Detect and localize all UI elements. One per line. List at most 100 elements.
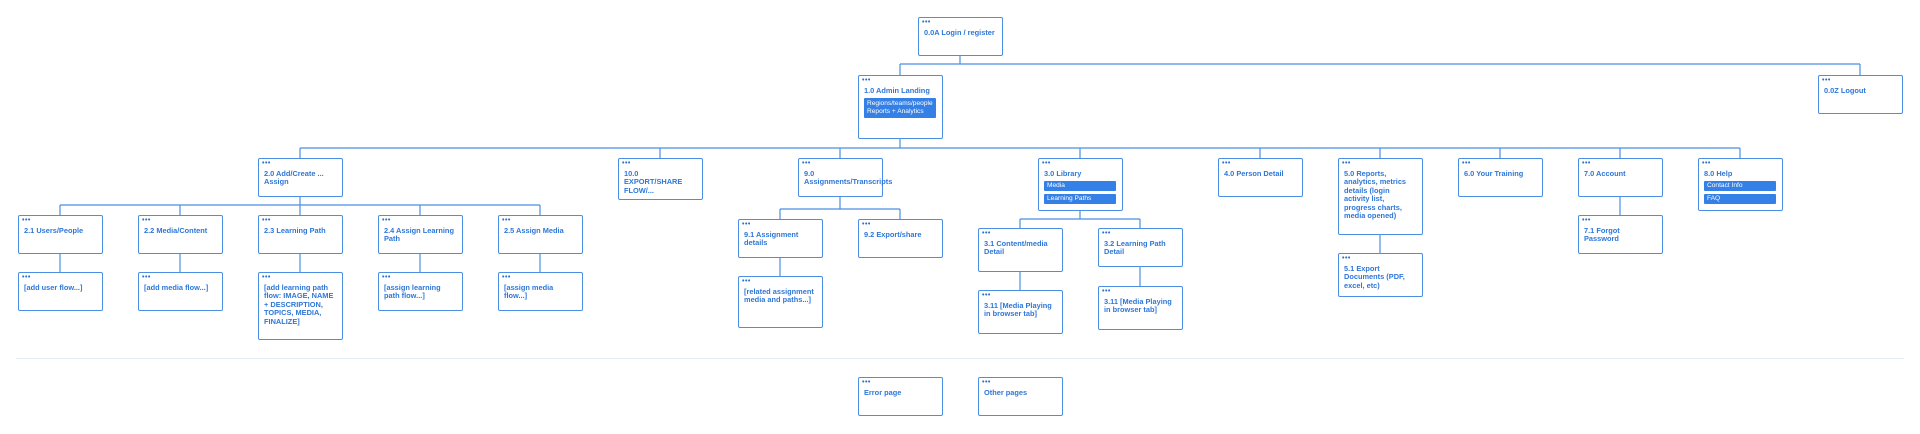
- node-add-learning-path-flow[interactable]: ••• [add learning path flow: IMAGE, NAME…: [258, 272, 343, 340]
- node-forgot-password[interactable]: ••• 7.1 Forgot Password: [1578, 215, 1663, 254]
- node-label: 0.0A Login / register: [924, 28, 995, 37]
- window-dots-icon: •••: [742, 221, 751, 228]
- node-assign-media[interactable]: ••• 2.5 Assign Media: [498, 215, 583, 254]
- chip-media[interactable]: Media: [1044, 181, 1116, 192]
- node-assign-media-flow[interactable]: ••• [assign media flow...]: [498, 272, 583, 311]
- node-users-people[interactable]: ••• 2.1 Users/People: [18, 215, 103, 254]
- node-account[interactable]: ••• 7.0 Account: [1578, 158, 1663, 197]
- node-label: 0.0Z Logout: [1824, 86, 1866, 95]
- node-assign-learning-path-flow[interactable]: ••• [assign learning path flow...]: [378, 272, 463, 311]
- node-label: [add user flow...]: [24, 283, 83, 292]
- section-divider: [16, 358, 1904, 359]
- node-reports[interactable]: ••• 5.0 Reports, analytics, metrics deta…: [1338, 158, 1423, 235]
- window-dots-icon: •••: [382, 217, 391, 224]
- node-label: 2.2 Media/Content: [144, 226, 208, 235]
- window-dots-icon: •••: [862, 379, 871, 386]
- window-dots-icon: •••: [22, 217, 31, 224]
- node-add-user-flow[interactable]: ••• [add user flow...]: [18, 272, 103, 311]
- chip-learning-paths[interactable]: Learning Paths: [1044, 194, 1116, 205]
- node-label: 9.0 Assignments/Transcripts: [804, 169, 893, 187]
- node-label: 2.5 Assign Media: [504, 226, 564, 235]
- node-login[interactable]: ••• 0.0A Login / register: [918, 17, 1003, 56]
- window-dots-icon: •••: [1222, 160, 1231, 167]
- node-export-share-flow[interactable]: ••• 10.0 EXPORT/SHARE FLOW/...: [618, 158, 703, 200]
- node-label: 5.0 Reports, analytics, metrics details …: [1344, 169, 1407, 221]
- node-assignment-details[interactable]: ••• 9.1 Assignment details: [738, 219, 823, 258]
- node-label: [add media flow...]: [144, 283, 209, 292]
- window-dots-icon: •••: [1342, 160, 1351, 167]
- node-label: 5.1 Export Documents (PDF, excel, etc): [1344, 264, 1405, 290]
- node-label: 3.11 [Media Playing in browser tab]: [1104, 297, 1172, 315]
- node-label: 10.0 EXPORT/SHARE FLOW/...: [624, 169, 683, 195]
- window-dots-icon: •••: [1102, 230, 1111, 237]
- window-dots-icon: •••: [1702, 160, 1711, 167]
- window-dots-icon: •••: [1582, 217, 1591, 224]
- node-label: 7.0 Account: [1584, 169, 1626, 178]
- window-dots-icon: •••: [1462, 160, 1471, 167]
- window-dots-icon: •••: [802, 160, 811, 167]
- node-label: 2.4 Assign Learning Path: [384, 226, 454, 244]
- window-dots-icon: •••: [142, 274, 151, 281]
- node-label: 6.0 Your Training: [1464, 169, 1524, 178]
- window-dots-icon: •••: [382, 274, 391, 281]
- node-label: 1.0 Admin Landing: [864, 86, 930, 95]
- node-label: 2.0 Add/Create ... Assign: [264, 169, 324, 187]
- node-logout[interactable]: ••• 0.0Z Logout: [1818, 75, 1903, 114]
- node-person-detail[interactable]: ••• 4.0 Person Detail: [1218, 158, 1303, 197]
- node-label: [assign media flow...]: [504, 283, 554, 301]
- chip-faq[interactable]: FAQ: [1704, 194, 1776, 205]
- window-dots-icon: •••: [22, 274, 31, 281]
- window-dots-icon: •••: [502, 217, 511, 224]
- node-label: 8.0 Help: [1704, 169, 1733, 178]
- node-assign-learning-path[interactable]: ••• 2.4 Assign Learning Path: [378, 215, 463, 254]
- window-dots-icon: •••: [1102, 288, 1111, 295]
- node-error-page[interactable]: ••• Error page: [858, 377, 943, 416]
- chip-regions-reports[interactable]: Regions/teams/people Reports + Analytics: [864, 98, 936, 119]
- node-label: Error page: [864, 388, 902, 397]
- node-media-playing-2[interactable]: ••• 3.11 [Media Playing in browser tab]: [1098, 286, 1183, 330]
- window-dots-icon: •••: [922, 19, 931, 26]
- node-label: [related assignment media and paths...]: [744, 287, 814, 305]
- window-dots-icon: •••: [1822, 77, 1831, 84]
- window-dots-icon: •••: [262, 274, 271, 281]
- node-add-create-assign[interactable]: ••• 2.0 Add/Create ... Assign: [258, 158, 343, 197]
- window-dots-icon: •••: [862, 77, 871, 84]
- node-label: 3.1 Content/media Detail: [984, 239, 1048, 257]
- window-dots-icon: •••: [982, 292, 991, 299]
- node-add-media-flow[interactable]: ••• [add media flow...]: [138, 272, 223, 311]
- node-assignments[interactable]: ••• 9.0 Assignments/Transcripts: [798, 158, 893, 197]
- node-media-playing-1[interactable]: ••• 3.11 [Media Playing in browser tab]: [978, 290, 1063, 334]
- node-content-media-detail[interactable]: ••• 3.1 Content/media Detail: [978, 228, 1063, 272]
- window-dots-icon: •••: [262, 160, 271, 167]
- node-label: 2.3 Learning Path: [264, 226, 326, 235]
- node-media-content[interactable]: ••• 2.2 Media/Content: [138, 215, 223, 254]
- node-admin-landing[interactable]: ••• 1.0 Admin Landing Regions/teams/peop…: [858, 75, 943, 139]
- node-related-assignment[interactable]: ••• [related assignment media and paths.…: [738, 276, 823, 328]
- node-other-pages[interactable]: ••• Other pages: [978, 377, 1063, 416]
- node-label: [add learning path flow: IMAGE, NAME + D…: [264, 283, 334, 326]
- node-label: 7.1 Forgot Password: [1584, 226, 1620, 244]
- node-label: 9.2 Export/share: [864, 230, 922, 239]
- node-learning-path[interactable]: ••• 2.3 Learning Path: [258, 215, 343, 254]
- window-dots-icon: •••: [982, 230, 991, 237]
- window-dots-icon: •••: [1042, 160, 1051, 167]
- node-label: 3.0 Library: [1044, 169, 1082, 178]
- node-label: 9.1 Assignment details: [744, 230, 799, 248]
- node-export-share[interactable]: ••• 9.2 Export/share: [858, 219, 943, 258]
- node-your-training[interactable]: ••• 6.0 Your Training: [1458, 158, 1543, 197]
- node-label: 4.0 Person Detail: [1224, 169, 1284, 178]
- node-learning-path-detail[interactable]: ••• 3.2 Learning Path Detail: [1098, 228, 1183, 267]
- chip-contact-info[interactable]: Contact Info: [1704, 181, 1776, 192]
- node-library[interactable]: ••• 3.0 Library Media Learning Paths: [1038, 158, 1123, 211]
- window-dots-icon: •••: [262, 217, 271, 224]
- window-dots-icon: •••: [742, 278, 751, 285]
- node-label: 3.2 Learning Path Detail: [1104, 239, 1166, 257]
- node-label: Other pages: [984, 388, 1028, 397]
- window-dots-icon: •••: [1582, 160, 1591, 167]
- window-dots-icon: •••: [862, 221, 871, 228]
- node-export-documents[interactable]: ••• 5.1 Export Documents (PDF, excel, et…: [1338, 253, 1423, 297]
- node-label: 2.1 Users/People: [24, 226, 84, 235]
- node-help[interactable]: ••• 8.0 Help Contact Info FAQ: [1698, 158, 1783, 211]
